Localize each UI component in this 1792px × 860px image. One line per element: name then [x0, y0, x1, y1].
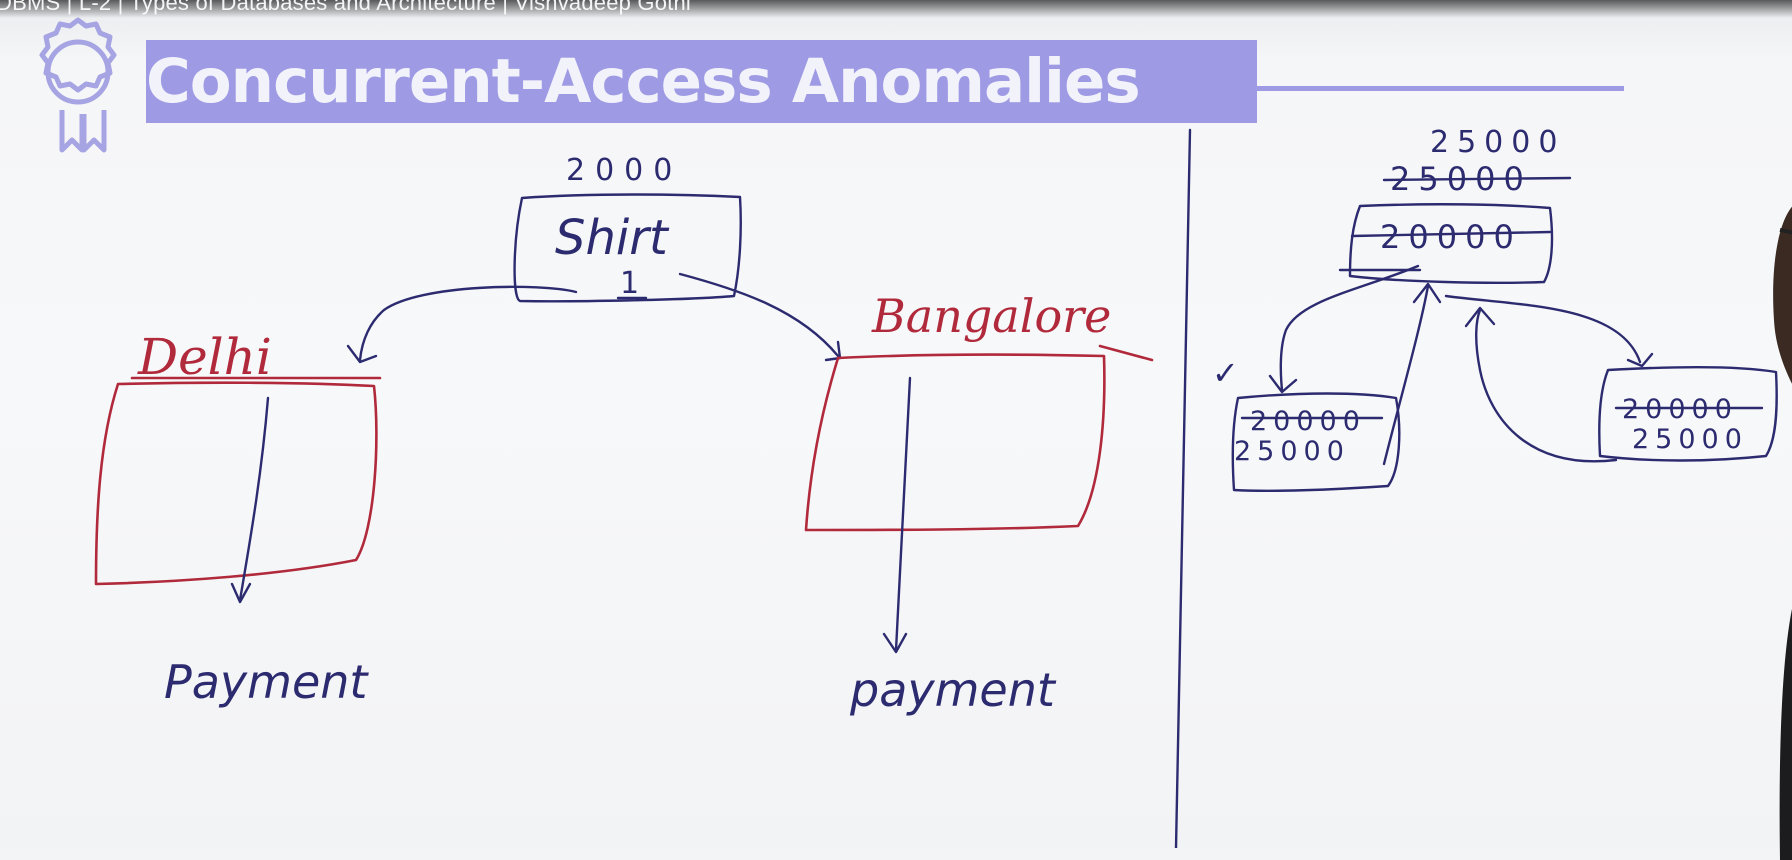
slide-title: Concurrent-Access Anomalies	[146, 46, 1141, 117]
server-to-right-client	[1444, 294, 1642, 364]
server-value-new-top: 25000	[1430, 125, 1565, 160]
arrow-to-delhi	[358, 285, 578, 362]
delhi-payment-label: Payment	[164, 655, 369, 709]
product-quantity: 1	[620, 266, 639, 301]
delhi-box	[94, 381, 378, 586]
price-label: 2000	[566, 153, 682, 188]
right-client-to-server	[1475, 308, 1618, 463]
arrow-to-bangalore	[678, 272, 840, 358]
right-client-old: 20000	[1622, 394, 1738, 425]
left-client-box	[1231, 392, 1401, 492]
left-client-to-server	[1382, 284, 1430, 466]
delhi-label: Delhi	[137, 328, 272, 386]
right-client-box	[1598, 366, 1778, 462]
divider-line	[1174, 128, 1192, 848]
delhi-payment-arrow	[238, 396, 270, 602]
video-title-bar: DBMS | L-2 | Types of Databases and Arch…	[0, 0, 1792, 18]
award-ribbon-icon	[39, 17, 117, 153]
product-label: Shirt	[555, 210, 670, 266]
left-client-old: 20000	[1250, 406, 1366, 437]
video-title: DBMS | L-2 | Types of Databases and Arch…	[0, 0, 691, 15]
presenter	[1773, 206, 1792, 860]
server-to-left-client	[1279, 264, 1420, 392]
bangalore-label: Bangalore	[871, 289, 1111, 343]
bangalore-box	[804, 353, 1106, 532]
right-client-new: 25000	[1632, 424, 1748, 455]
server-value-old: 20000	[1380, 218, 1522, 256]
server-box	[1348, 203, 1554, 284]
left-client-check: ✓	[1212, 354, 1239, 392]
bangalore-payment-label: payment	[849, 663, 1057, 717]
slide-title-background	[146, 40, 1257, 123]
bangalore-payment-arrow	[894, 376, 912, 652]
title-underline	[1257, 86, 1624, 91]
product-box	[513, 193, 742, 303]
left-client-new: 25000	[1234, 436, 1350, 467]
